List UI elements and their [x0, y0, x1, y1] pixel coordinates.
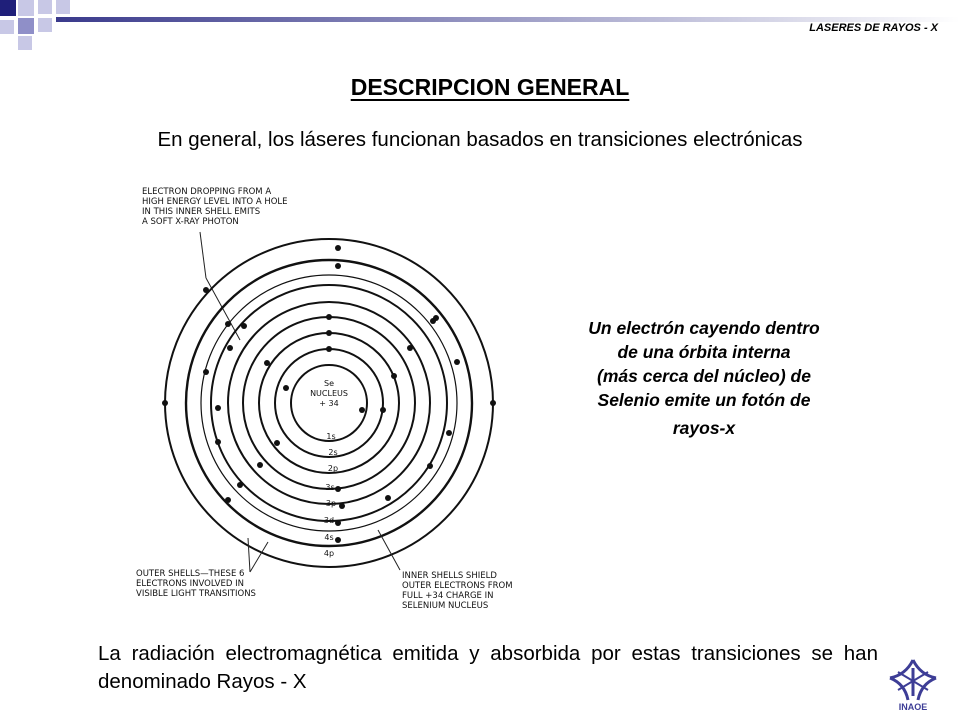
corner-square — [18, 36, 32, 50]
top-annotation-line: HIGH ENERGY LEVEL INTO A HOLE — [142, 197, 288, 207]
shell-label: 3d — [324, 516, 334, 525]
corner-square — [38, 18, 52, 32]
electron-dot — [326, 314, 332, 320]
shell-ring — [184, 258, 474, 548]
caption-line: (más cerca del núcleo) de — [597, 366, 811, 386]
electron-dot — [326, 330, 332, 336]
shell-label: 1s — [326, 432, 335, 441]
page-title-text: DESCRIPCION GENERAL — [350, 74, 630, 100]
intro-text: En general, los láseres funcionan basado… — [157, 128, 803, 151]
electron-dot — [335, 520, 341, 526]
electron-dot — [215, 405, 221, 411]
bottom-right-annotation-line: INNER SHELLS SHIELD — [402, 571, 497, 581]
electron-dot — [225, 497, 231, 503]
logo-arc — [889, 659, 915, 680]
annotation-leader — [247, 537, 251, 573]
corner-square — [18, 18, 34, 34]
shell-label: 2p — [328, 464, 338, 473]
electron-dot — [454, 359, 460, 365]
top-annotation-line: IN THIS INNER SHELL EMITS — [142, 207, 260, 217]
bottom-right-annotation-line: SELENIUM NUCLEUS — [402, 601, 488, 611]
footer-text: La radiación electromagnética emitida y … — [98, 642, 878, 693]
shell-label: 4p — [324, 549, 334, 558]
electron-dot — [335, 537, 341, 543]
nucleus-label: NUCLEUS — [310, 389, 348, 398]
header-label: LASERES DE RAYOS - X — [809, 22, 938, 34]
electron-dot — [257, 462, 263, 468]
logo-text: INAOE — [899, 702, 928, 712]
corner-square — [0, 0, 16, 16]
bottom-right-annotation-line: OUTER ELECTRONS FROM — [402, 581, 513, 591]
annotation-leader — [199, 231, 207, 279]
inaoe-logo: INAOE — [889, 659, 937, 712]
corner-square — [56, 0, 70, 14]
electron-dot — [215, 439, 221, 445]
top-annotation-line: A SOFT X-RAY PHOTON — [142, 217, 239, 227]
shell-ring — [227, 301, 431, 505]
caption-line: Selenio emite un fotón de — [597, 390, 811, 410]
shell-label: 4s — [324, 533, 333, 542]
electron-dot — [203, 369, 209, 375]
header-rule — [56, 17, 960, 22]
shell-label: 3s — [325, 483, 334, 492]
nucleus-label: + 34 — [319, 399, 338, 408]
electron-dot — [446, 430, 452, 436]
electron-dot — [433, 315, 439, 321]
logo-arc — [897, 671, 929, 691]
nucleus-label: Se — [324, 379, 334, 388]
electron-dot — [335, 245, 341, 251]
corner-square — [0, 20, 14, 34]
selenium-atom-diagram: ELECTRON DROPPING FROM A HIGH ENERGY LEV… — [136, 187, 513, 611]
logo-arc — [911, 659, 937, 680]
shell-label: 2s — [328, 448, 337, 457]
caption-line: de una órbita interna — [617, 342, 791, 362]
electron-dot — [391, 373, 397, 379]
caption-line: Un electrón cayendo dentro — [588, 318, 820, 338]
electron-dot — [162, 400, 168, 406]
bottom-right-annotation-line: FULL +34 CHARGE IN — [402, 591, 494, 601]
electron-dot — [326, 346, 332, 352]
annotation-leader — [377, 529, 401, 571]
electron-dot — [227, 345, 233, 351]
electron-dot — [427, 463, 433, 469]
corner-decoration — [0, 0, 960, 50]
electron-dot — [335, 263, 341, 269]
electron-dot — [385, 495, 391, 501]
electron-dot — [335, 486, 341, 492]
electron-dot — [359, 407, 365, 413]
page-title: DESCRIPCION GENERAL — [0, 74, 960, 101]
corner-square — [18, 0, 34, 16]
shell-label: 3p — [326, 499, 336, 508]
electron-dot — [237, 482, 243, 488]
electron-dot — [283, 385, 289, 391]
electron-dot — [380, 407, 386, 413]
shell-ring — [290, 364, 368, 442]
electron-dot — [490, 400, 496, 406]
corner-square — [38, 0, 52, 14]
top-annotation-line: ELECTRON DROPPING FROM A — [142, 187, 271, 197]
electron-dot — [407, 345, 413, 351]
bottom-left-annotation-line: OUTER SHELLS—THESE 6 — [136, 569, 244, 579]
shell-ring — [210, 284, 448, 522]
electron-dot — [274, 440, 280, 446]
bottom-left-annotation-line: ELECTRONS INVOLVED IN — [136, 579, 244, 589]
diagram-caption: Un electrón cayendo dentro de una órbita… — [548, 316, 860, 440]
electron-dot — [203, 287, 209, 293]
annotation-leader — [249, 541, 269, 573]
bottom-left-annotation-line: VISIBLE LIGHT TRANSITIONS — [136, 589, 256, 599]
electron-dot — [225, 321, 231, 327]
electron-dot — [241, 323, 247, 329]
electron-dot — [264, 360, 270, 366]
electron-dot — [339, 503, 345, 509]
shell-ring — [200, 274, 458, 532]
caption-line: rayos-x — [672, 418, 736, 438]
